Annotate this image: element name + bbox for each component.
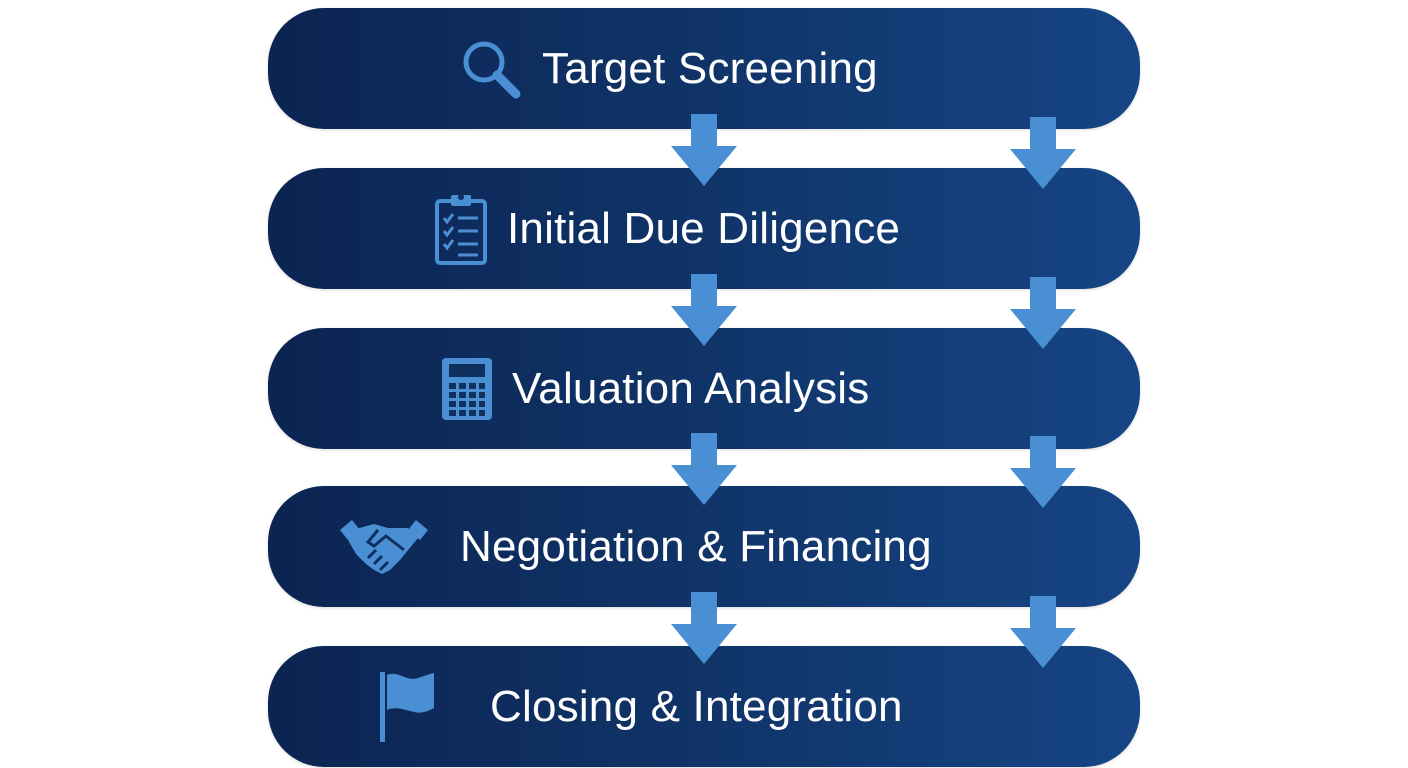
down-arrow-icon: [1010, 117, 1076, 189]
step-negotiation-financing: Negotiation & Financing: [268, 486, 1140, 607]
step-label: Closing & Integration: [490, 681, 903, 731]
step-label: Initial Due Diligence: [507, 203, 901, 253]
step-label: Negotiation & Financing: [460, 521, 932, 571]
handshake-icon: [338, 516, 430, 578]
down-arrow-icon: [671, 114, 737, 186]
step-initial-due-diligence: Initial Due Diligence: [268, 168, 1140, 289]
down-arrow-icon: [1010, 596, 1076, 668]
magnifier-icon: [458, 36, 524, 102]
down-arrow-icon: [671, 592, 737, 664]
step-closing-integration: Closing & Integration: [268, 646, 1140, 767]
step-target-screening: Target Screening: [268, 8, 1140, 129]
down-arrow-icon: [671, 433, 737, 505]
flag-icon: [378, 670, 436, 744]
step-label: Valuation Analysis: [512, 363, 870, 413]
down-arrow-icon: [671, 274, 737, 346]
calculator-icon: [440, 356, 494, 422]
step-label: Target Screening: [542, 43, 878, 93]
down-arrow-icon: [1010, 277, 1076, 349]
step-valuation-analysis: Valuation Analysis: [268, 328, 1140, 449]
down-arrow-icon: [1010, 436, 1076, 508]
clipboard-checklist-icon: [433, 193, 489, 265]
